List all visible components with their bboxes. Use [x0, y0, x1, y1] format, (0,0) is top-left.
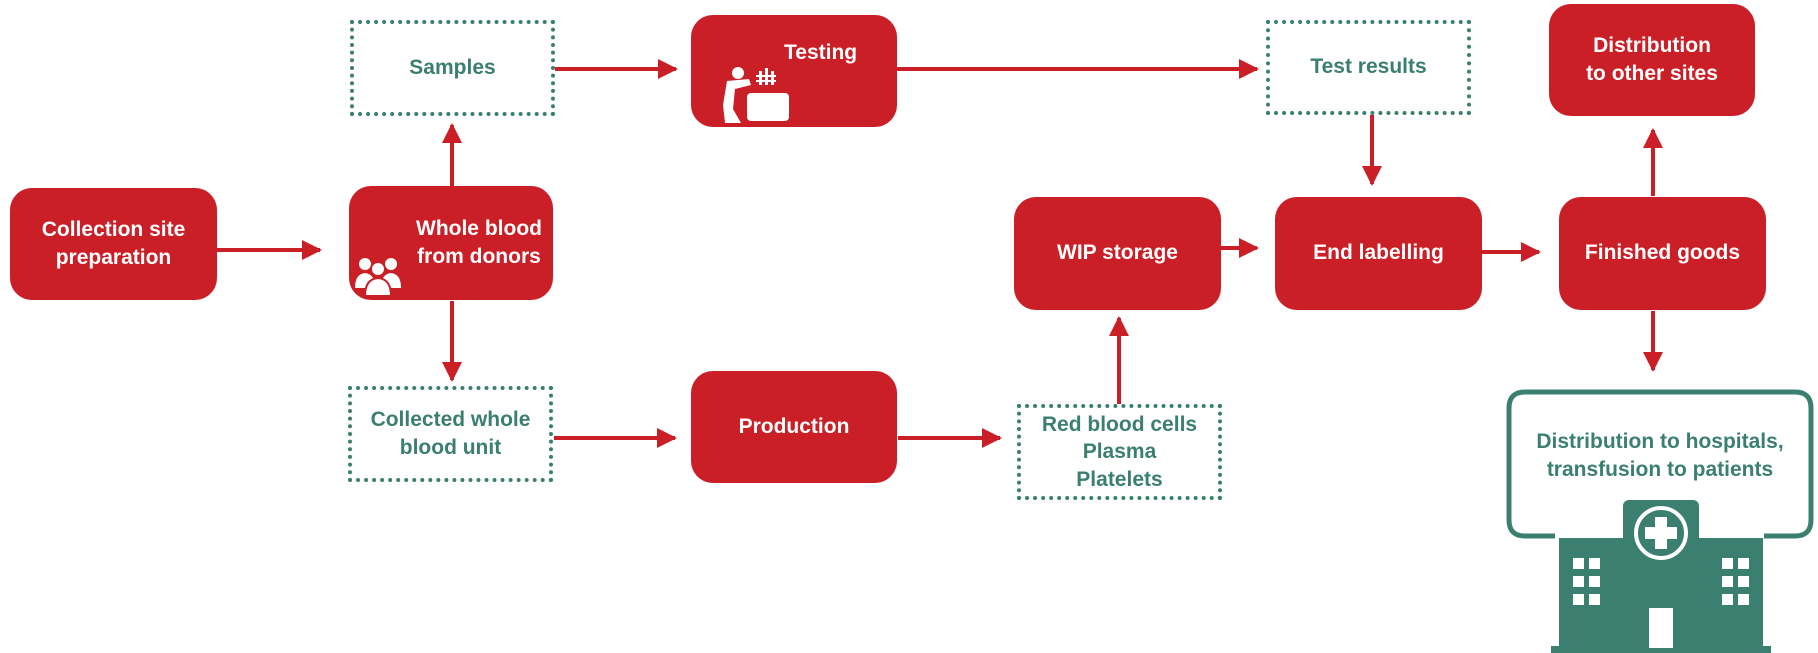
node-distribution-hospitals-label: Distribution to hospitals, transfusion t… — [1536, 430, 1784, 482]
node-production: Production — [691, 371, 897, 483]
node-collection-site: Collection site preparation — [10, 188, 217, 300]
node-distribution-hospitals: Distribution to hospitals, transfusion t… — [1505, 388, 1815, 653]
callout-outline — [1506, 389, 1814, 539]
node-testing-label: Testing — [784, 41, 858, 64]
node-samples: Samples — [350, 20, 555, 116]
donors-group-icon — [355, 258, 401, 296]
hospital-icon — [1551, 500, 1771, 653]
node-components: Red blood cells Plasma Platelets — [1017, 404, 1222, 500]
node-test-results: Test results — [1266, 20, 1471, 115]
node-collected-unit: Collected whole blood unit — [348, 386, 553, 482]
lab-technician-icon — [723, 67, 789, 123]
node-distribution-sites: Distribution to other sites — [1549, 4, 1755, 116]
node-wip-storage: WIP storage — [1014, 197, 1221, 310]
node-whole-blood: Whole blood from donors — [349, 186, 553, 300]
node-whole-blood-label: Whole blood from donors — [416, 216, 542, 268]
node-end-labelling: End labelling — [1275, 197, 1482, 310]
node-finished-goods: Finished goods — [1559, 197, 1766, 310]
node-testing: Testing — [691, 15, 897, 127]
